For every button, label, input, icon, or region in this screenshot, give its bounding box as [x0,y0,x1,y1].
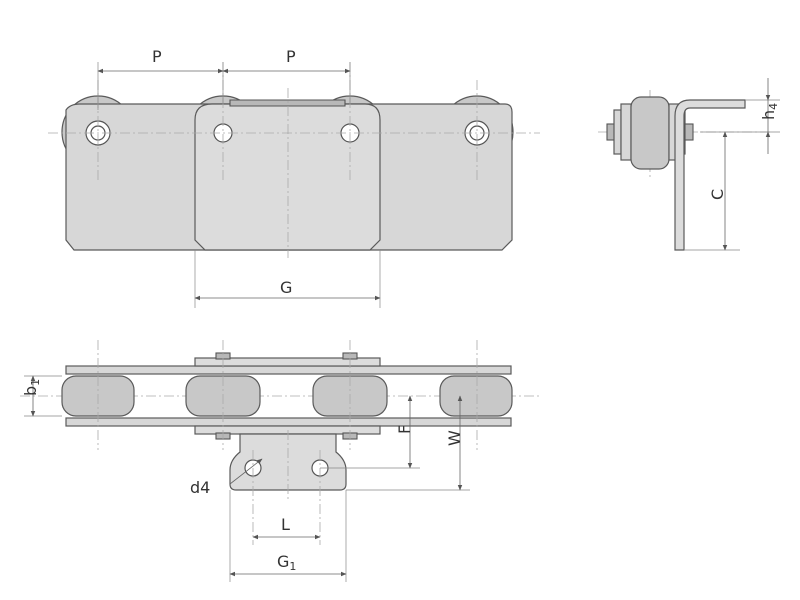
d4-leader [229,458,263,485]
b1-label-sub: 1 [29,379,42,386]
g1-label: G [277,552,289,571]
svg-text:G1: G1 [277,552,296,573]
d4-label: d4 [190,478,210,497]
attachment-plate [194,103,381,251]
side-view: h4 C [598,78,780,251]
h4-label: h [759,110,778,120]
h4-label-sub: 4 [767,103,780,110]
pitch-label-1: P [152,47,162,66]
svg-text:h4: h4 [759,103,780,120]
attachment-side [674,99,746,251]
gauge-label: G [280,278,292,297]
plate-strip-top [65,365,512,375]
svg-text:b1: b1 [21,379,42,396]
c-label: C [708,189,727,200]
roller-side [630,96,670,170]
l-label: L [281,515,290,534]
attachment-flange-top [229,99,346,107]
b1-label: b [21,386,40,396]
f-label: F [395,425,414,434]
top-view: b1 F W d4 L G1 [20,340,540,582]
plate-strip-bottom [65,417,512,427]
pitch-label-2: P [286,47,296,66]
roller-top-4 [439,375,513,417]
g1-label-sub: 1 [289,560,296,573]
w-label: W [445,430,464,446]
front-view: P P G [48,47,540,308]
